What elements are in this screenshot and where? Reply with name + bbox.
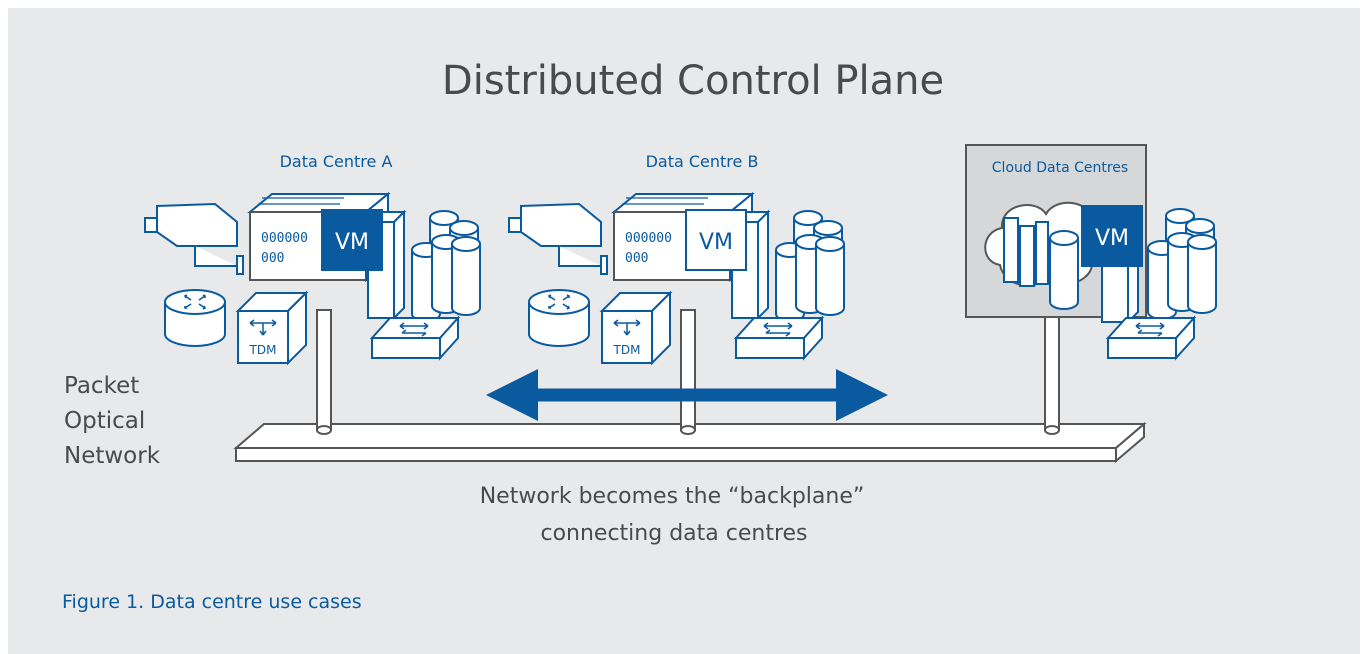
server-ports-bottom: 000 — [261, 251, 284, 266]
cloud-pole — [1044, 309, 1060, 435]
tdm-label: TDM — [613, 343, 641, 357]
switch-icon — [371, 317, 459, 359]
switch-icon — [1107, 317, 1195, 359]
server-ports-bottom: 000 — [625, 251, 648, 266]
network-label-line-3: Network — [64, 443, 161, 469]
storage-cylinders-icon — [412, 211, 480, 321]
vm-label: VM — [335, 230, 369, 255]
camera-icon — [144, 203, 244, 275]
network-label-line-2: Optical — [64, 408, 145, 434]
storage-cylinders-icon — [1148, 209, 1216, 319]
figure-caption: Figure 1. Data centre use cases — [62, 591, 362, 613]
data-centre-a-label: Data Centre A — [280, 152, 393, 171]
router-icon — [528, 289, 590, 347]
data-centre-b: Data Centre B 000000 000 VM TDM — [508, 152, 844, 364]
cloud-label: Cloud Data Centres — [992, 160, 1128, 176]
server-ports-top: 000000 — [261, 231, 308, 246]
vm-label: VM — [699, 230, 733, 255]
site-a-pole — [316, 309, 332, 435]
site-b-pole — [680, 309, 696, 435]
vm-label: VM — [1095, 226, 1129, 251]
vm-box — [1081, 205, 1143, 267]
vm-box — [685, 209, 747, 271]
camera-icon — [508, 203, 608, 275]
network-backplane — [233, 421, 1147, 464]
diagram-title: Distributed Control Plane — [442, 58, 944, 104]
server-ports-top: 000000 — [625, 231, 672, 246]
caption-line-2: connecting data centres — [540, 521, 807, 546]
vm-box — [321, 209, 383, 271]
data-centre-b-label: Data Centre B — [646, 152, 759, 171]
cloud-servers-icon — [1003, 217, 1079, 310]
router-icon — [164, 289, 226, 347]
network-label-line-1: Packet — [64, 373, 139, 399]
switch-icon — [735, 317, 823, 359]
cloud-data-centres: Cloud Data Centres VM — [965, 144, 1216, 359]
data-centre-a: Data Centre A 000000 000 VM TDM — [144, 152, 480, 364]
storage-cylinders-icon — [776, 211, 844, 321]
caption-line-1: Network becomes the “backplane” — [480, 484, 865, 509]
tdm-label: TDM — [249, 343, 277, 357]
